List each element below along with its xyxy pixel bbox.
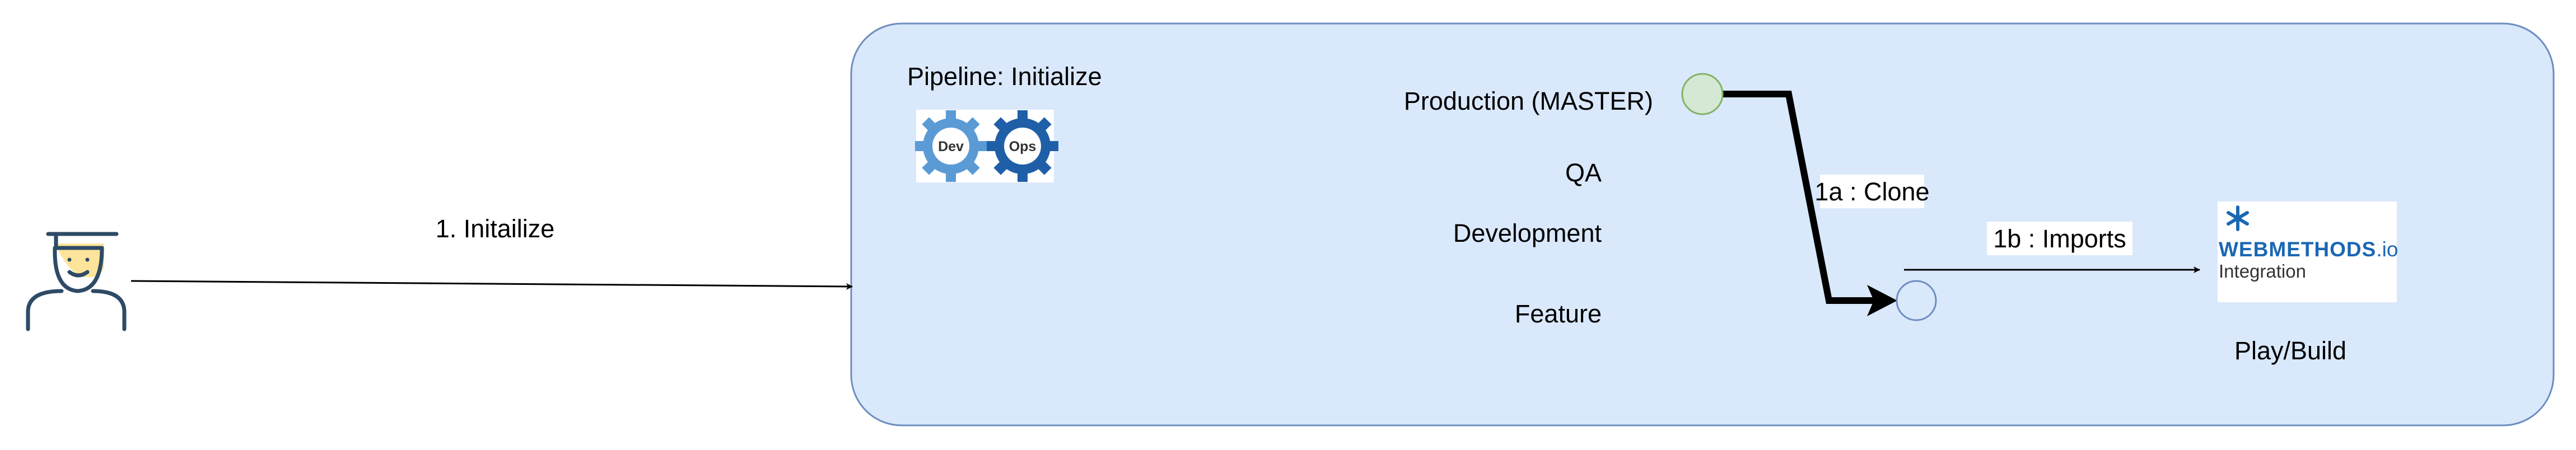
branch-development-label: Development xyxy=(1453,219,1602,247)
initialize-label: 1. Initailize xyxy=(436,214,555,243)
devops-gears-icon: Dev Ops xyxy=(915,110,1058,182)
branch-feature-label: Feature xyxy=(1515,299,1602,328)
webmethods-caption: Play/Build xyxy=(2234,336,2346,365)
clone-arrowhead xyxy=(1867,285,1897,316)
webmethods-brand: WEBMETHODS xyxy=(2219,238,2376,261)
webmethods-logo-icon[interactable]: WEBMETHODS.io Integration xyxy=(2218,201,2398,302)
user-icon[interactable] xyxy=(26,232,127,331)
branch-production-label: Production (MASTER) xyxy=(1404,87,1653,115)
gear-label-ops: Ops xyxy=(1009,139,1037,154)
feature-node[interactable] xyxy=(1896,280,1937,321)
clone-edge[interactable] xyxy=(1723,91,1876,304)
svg-text:WEBMETHODS.io: WEBMETHODS.io xyxy=(2219,238,2398,261)
pipeline-container[interactable] xyxy=(850,22,2555,426)
initialize-edge[interactable] xyxy=(130,280,853,290)
branch-qa-label: QA xyxy=(1565,158,1602,187)
gear-label-dev: Dev xyxy=(938,139,964,154)
pipeline-title: Pipeline: Initialize xyxy=(907,62,1102,91)
webmethods-subtitle: Integration xyxy=(2219,261,2306,282)
clone-label: 1a : Clone xyxy=(1814,177,1929,206)
imports-label: 1b : Imports xyxy=(1993,224,2126,253)
webmethods-suffix: .io xyxy=(2376,238,2398,261)
production-node[interactable] xyxy=(1681,73,1724,115)
